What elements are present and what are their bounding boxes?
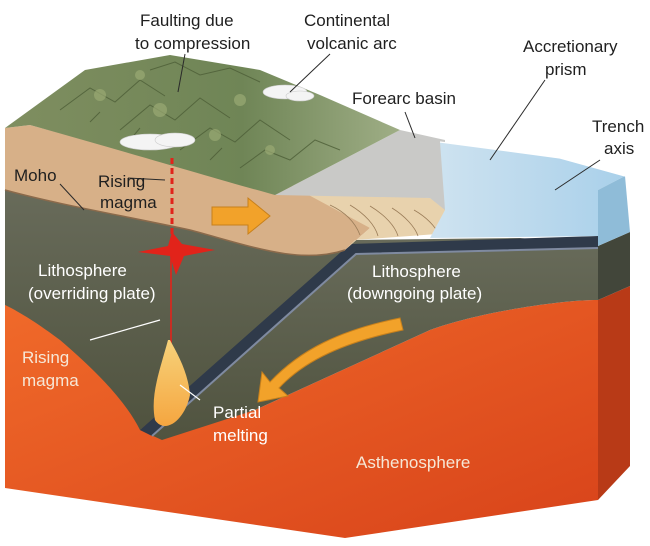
label-rising-magma-lower-2: magma <box>22 371 79 390</box>
label-partial-melting-1: Partial <box>213 403 261 422</box>
label-forearc-basin: Forearc basin <box>352 89 456 108</box>
overriding-lithosphere <box>5 190 345 430</box>
continental-crust <box>5 125 370 256</box>
label-lithosphere-downgoing-2: (downgoing plate) <box>347 284 482 303</box>
ocean <box>430 142 625 238</box>
partial-melting-zone <box>153 340 190 426</box>
downgoing-lithosphere <box>140 238 598 440</box>
label-leaders <box>59 53 601 401</box>
label-lithosphere-overriding-2: (overriding plate) <box>28 284 156 303</box>
magma-chamber <box>138 232 215 275</box>
label-lithosphere-overriding-1: Lithosphere <box>38 261 127 280</box>
label-trench-axis-1: Trench <box>592 117 644 136</box>
slab-side <box>598 232 630 300</box>
label-asthenosphere: Asthenosphere <box>356 453 470 472</box>
label-trench-axis-2: axis <box>604 139 634 158</box>
label-faulting-2: to compression <box>135 34 250 53</box>
label-accretionary-prism-1: Accretionary <box>523 37 618 56</box>
label-accretionary-prism-2: prism <box>545 60 587 79</box>
label-rising-magma-upper-2: magma <box>100 193 157 212</box>
crust-motion-arrow <box>211 196 271 236</box>
forearc-basin <box>275 130 445 210</box>
label-rising-magma-lower-1: Rising <box>22 348 69 367</box>
label-volcanic-arc-1: Continental <box>304 11 390 30</box>
subduction-arrow <box>257 317 404 403</box>
label-lithosphere-downgoing-1: Lithosphere <box>372 262 461 281</box>
label-rising-magma-upper-1: Rising <box>98 172 145 191</box>
label-faulting-1: Faulting due <box>140 11 234 30</box>
asthenosphere-side <box>598 286 630 500</box>
volcanic-plumes <box>119 84 315 151</box>
mountain-ridges <box>59 61 341 169</box>
label-volcanic-arc-2: volcanic arc <box>307 34 397 53</box>
label-moho: Moho <box>14 166 57 185</box>
label-partial-melting-2: melting <box>213 426 268 445</box>
